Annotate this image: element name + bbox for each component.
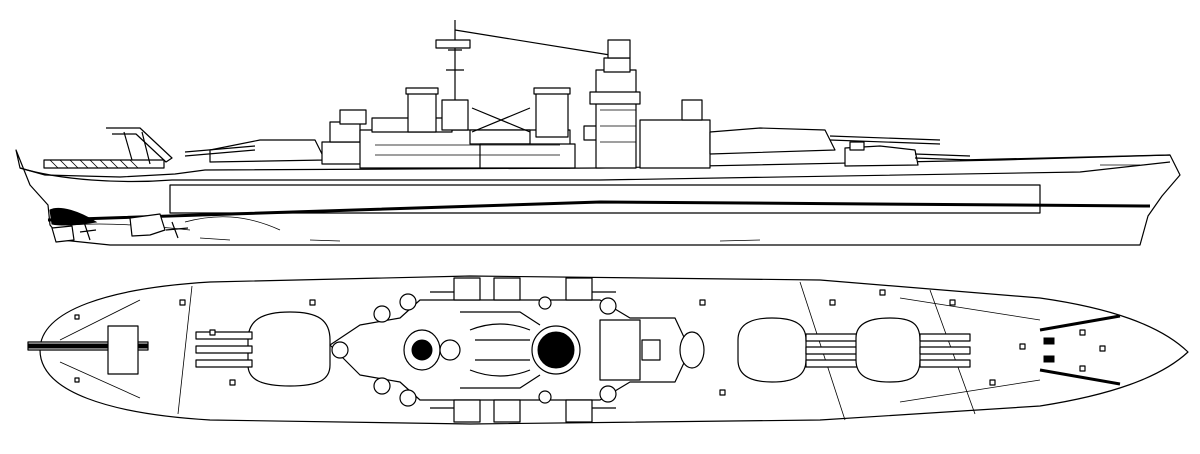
profile-superstructure [339, 20, 611, 169]
plan-aft-deck [27, 325, 149, 375]
plan-secondary-mounts [430, 277, 616, 423]
plan-aft-turret [195, 311, 331, 387]
plan-superstructure [329, 293, 699, 407]
profile-bow [959, 154, 1171, 166]
profile-hull [15, 149, 1181, 246]
plan-view [27, 275, 1189, 425]
profile-aft-deck [43, 127, 173, 169]
plan-deck-fittings [74, 289, 996, 396]
plan-fore-turrets [679, 317, 971, 383]
profile-view [15, 20, 1181, 246]
profile-fore-tower [589, 39, 711, 169]
profile-fore-turrets [709, 127, 971, 167]
plan-bow [1019, 314, 1121, 386]
profile-aft-turret [184, 121, 368, 165]
